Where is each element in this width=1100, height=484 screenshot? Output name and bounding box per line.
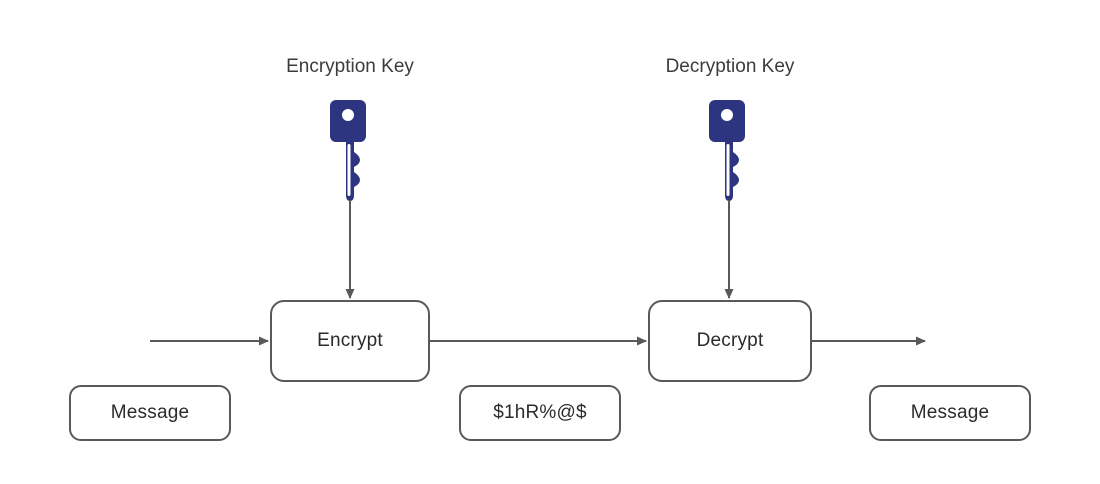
plaintext-input-label: Message bbox=[110, 402, 190, 423]
ciphertext-box[interactable]: $1hR%@$ bbox=[459, 385, 621, 441]
encryption-key-icon bbox=[330, 100, 372, 202]
decryption-key-label: Decryption Key bbox=[665, 56, 795, 77]
ciphertext-label: $1hR%@$ bbox=[493, 402, 587, 423]
plaintext-output-label: Message bbox=[910, 402, 990, 423]
encrypt-box[interactable]: Encrypt bbox=[270, 300, 430, 382]
decrypt-label: Decrypt bbox=[696, 330, 764, 351]
decrypt-box[interactable]: Decrypt bbox=[648, 300, 812, 382]
encrypt-label: Encrypt bbox=[317, 330, 383, 351]
plaintext-input-box[interactable]: Message bbox=[69, 385, 231, 441]
encryption-key-label: Encryption Key bbox=[286, 56, 414, 77]
plaintext-output-box[interactable]: Message bbox=[869, 385, 1031, 441]
decryption-key-icon bbox=[709, 100, 751, 202]
